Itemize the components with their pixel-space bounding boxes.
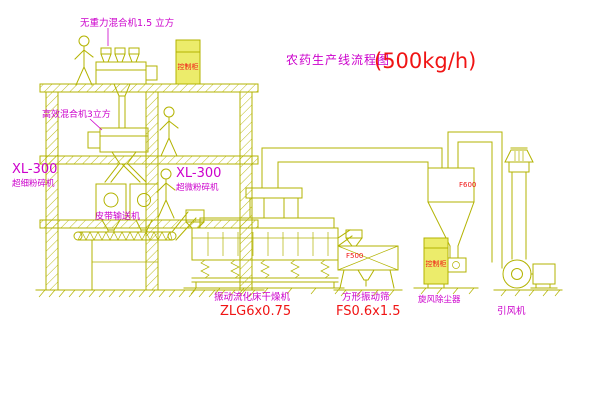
square-vibrating-sieve: [337, 229, 399, 289]
dryer-inlet-hopper: [185, 209, 205, 223]
labels: 农药生产线流程图 (500kg/h) 无重力混合机1.5 立方 高效混合机3立方…: [12, 17, 526, 319]
dryer-outlet-stub: [283, 197, 299, 219]
gravity-mixer: [95, 47, 158, 129]
ground-hatch: [38, 289, 256, 298]
diagram-capacity: (500kg/h): [374, 49, 476, 73]
mixer-motor: [145, 65, 158, 81]
building-floor-beam: [39, 155, 259, 165]
exhaust-duct: [261, 147, 443, 189]
mill-right-name-label: 超微粉碎机: [176, 182, 219, 193]
fan-motor: [532, 263, 556, 285]
splitter-pipe: [104, 163, 147, 183]
belt-conveyor-label: 皮带输送机: [95, 210, 140, 222]
cyclone-separator: [427, 167, 475, 273]
label-leaders: [89, 28, 109, 131]
rotary-valve: [445, 257, 467, 273]
worker-figure-top: [74, 35, 94, 86]
high-eff-mixer-label: 高效混合机3立方: [42, 108, 111, 120]
building-column: [45, 91, 59, 291]
worker-figure-floor2: [159, 106, 179, 157]
cabinet-2-label: 控制柜: [426, 259, 447, 268]
control-cabinet-2: 控制柜: [423, 237, 449, 289]
fluid-bed-dryer: [185, 187, 353, 289]
mixer-motor: [87, 131, 101, 149]
sieve-name-label: 方形振动筛: [342, 291, 390, 303]
belt-conveyor: [73, 230, 177, 291]
sieve-spec-label: F500: [346, 252, 363, 260]
worker-figure-floor3: [156, 168, 176, 219]
mill-left-model-label: XL-300: [12, 162, 57, 177]
sieve-inlet-hopper: [345, 229, 363, 239]
induced-draft-fan: [502, 259, 558, 289]
cabinet-1-label: 控制柜: [178, 62, 199, 71]
control-cabinet-1: 控制柜: [175, 39, 201, 85]
cyclone-name-label: 旋风除尘器: [418, 294, 461, 305]
dryer-name-label: 振动流化床干燥机: [214, 291, 291, 303]
fan-name-label: 引风机: [497, 305, 526, 317]
building-floor-beam: [39, 83, 259, 93]
building-column: [145, 91, 159, 291]
pulverizer-right: [129, 183, 159, 233]
cyclone-spec-label: F600: [459, 181, 476, 189]
dryer-duct-header: [245, 187, 303, 199]
dryer-model-label: ZLG6x0.75: [220, 304, 291, 319]
gravity-mixer-label: 无重力混合机1.5 立方: [80, 17, 174, 29]
diagram-title: 农药生产线流程图: [286, 52, 390, 67]
cyclone-outlet-pipe: [447, 131, 503, 269]
mill-right-model-label: XL-300: [176, 166, 221, 181]
high-efficiency-mixer: [87, 127, 149, 165]
exhaust-stack: [504, 147, 534, 260]
dryer-springs: [200, 259, 330, 279]
dryer-hood: [199, 217, 335, 229]
ground-lines: [183, 287, 563, 297]
sieve-model-label: FS0.6x1.5: [336, 304, 401, 319]
mill-left-name-label: 超细粉碎机: [12, 178, 55, 189]
